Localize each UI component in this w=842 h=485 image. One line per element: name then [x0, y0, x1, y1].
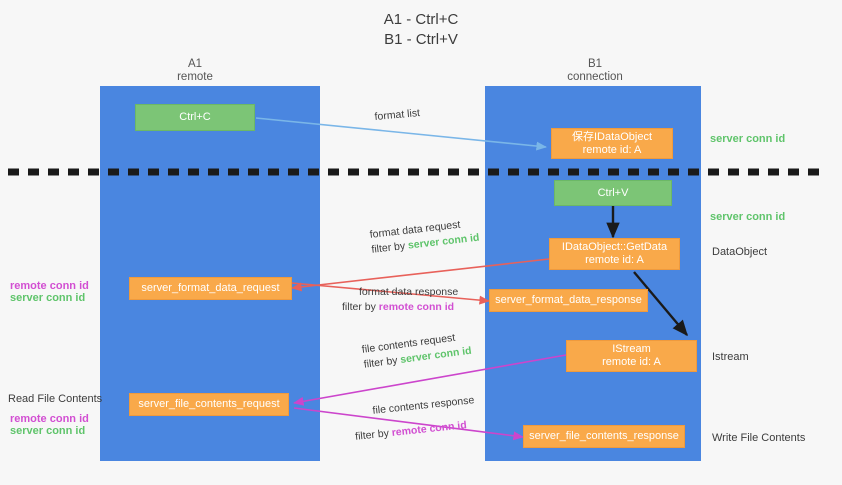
- box-server-format-data-response[interactable]: server_format_data_response: [489, 289, 648, 312]
- lane-header-a1: A1 remote: [177, 58, 213, 83]
- filter-value-remote-conn-id: remote conn id: [391, 419, 468, 439]
- edge-label-format-data-request: format data request filter by server con…: [369, 216, 480, 258]
- side-label-dataobject: DataObject: [712, 246, 768, 258]
- side-label-remote-conn-id-lower: remote conn id: [10, 413, 89, 425]
- side-label-server-conn-id-mid: server conn id: [710, 211, 786, 223]
- diagram-title: A1 - Ctrl+C B1 - Ctrl+V: [383, 11, 459, 48]
- side-label-server-conn-id-lower: server conn id: [10, 425, 86, 437]
- box-idataobject-getdata[interactable]: IDataObject::GetData remote id: A: [549, 238, 680, 270]
- lane-header-b1: B1 connection: [567, 58, 623, 83]
- side-label-write-file-contents: Write File Contents: [712, 432, 806, 444]
- edge-label-file-contents-response: file contents response filter by remote …: [352, 393, 478, 445]
- edge-label-format-data-response: format data response filter by remote co…: [337, 285, 458, 315]
- filter-prefix: filter by: [354, 427, 393, 443]
- side-label-server-conn-id-top: server conn id: [710, 133, 786, 145]
- box-server-file-contents-request[interactable]: server_file_contents_request: [129, 393, 289, 416]
- box-server-file-contents-response[interactable]: server_file_contents_response: [523, 425, 685, 448]
- filter-prefix: filter by: [342, 301, 379, 313]
- box-ctrl-c[interactable]: Ctrl+C: [135, 104, 255, 131]
- edge-label-file-contents-request: file contents request filter by server c…: [361, 329, 473, 373]
- edge-label-format-list: format list: [374, 107, 421, 123]
- side-label-remote-conn-id-upper: remote conn id: [10, 280, 89, 292]
- side-label-read-file-contents: Read File Contents: [8, 393, 103, 405]
- side-label-istream: Istream: [712, 351, 749, 363]
- filter-prefix: filter by: [363, 354, 402, 371]
- edge-label-file-contents-response-line2: filter by remote conn id: [355, 417, 478, 445]
- side-label-server-conn-id-upper: server conn id: [10, 292, 86, 304]
- filter-prefix: filter by: [370, 239, 409, 256]
- box-istream[interactable]: IStream remote id: A: [566, 340, 697, 372]
- edge-label-file-contents-response-line1: file contents response: [371, 394, 475, 417]
- box-ctrl-v[interactable]: Ctrl+V: [554, 180, 672, 206]
- edge-label-format-data-response-line1: format data response: [359, 286, 459, 298]
- box-server-format-data-request[interactable]: server_format_data_request: [129, 277, 292, 300]
- edge-label-format-data-response-line2: filter by remote conn id: [337, 300, 458, 315]
- filter-value-remote-conn-id: remote conn id: [378, 301, 455, 313]
- box-save-idataobject[interactable]: 保存IDataObject remote id: A: [551, 128, 673, 159]
